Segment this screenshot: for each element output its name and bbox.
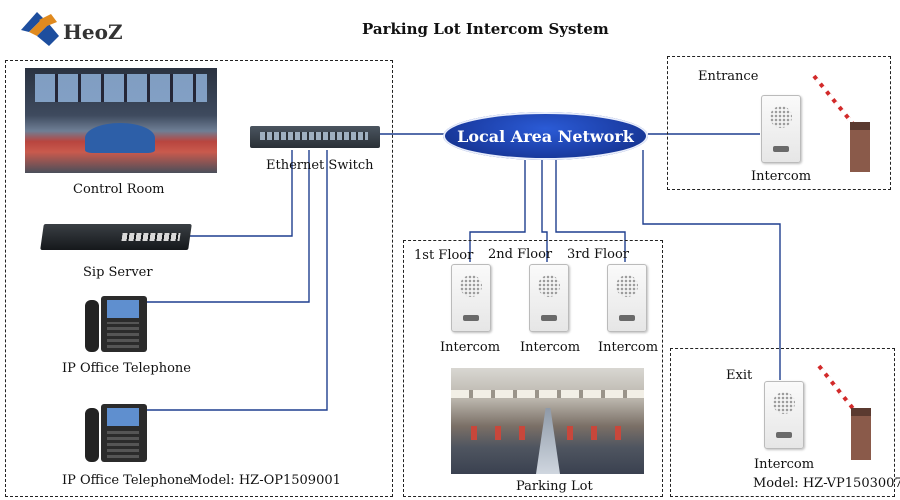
exit-barrier-image: [817, 364, 871, 460]
ip-phone-image-2: [85, 404, 147, 464]
exit-intercom-label: Intercom: [754, 457, 815, 472]
floor-intercom-label-3: Intercom: [598, 340, 659, 355]
ip-phone-label-1: IP Office Telephone: [62, 361, 191, 376]
floor-intercom-image-1: [451, 264, 491, 332]
phone-model-label: Model: HZ-OP1509001: [189, 473, 341, 488]
ethernet-switch-image: [250, 126, 380, 148]
entrance-barrier-image: [812, 74, 870, 172]
floor-label-2: 2nd Floor: [488, 247, 553, 262]
control-group-box: [5, 60, 393, 497]
lan-ellipse: Local Area Network: [443, 112, 648, 160]
exit-model-label: Model: HZ-VP1503007: [753, 476, 900, 491]
ip-phone-label-2: IP Office Telephone: [62, 473, 191, 488]
sip-server-label: Sip Server: [83, 265, 153, 280]
heoz-logo: HeoZ: [19, 10, 129, 48]
exit-intercom-image: [764, 381, 804, 449]
ethernet-switch-label: Ethernet Switch: [266, 158, 374, 173]
page-title: Parking Lot Intercom System: [362, 20, 609, 38]
entrance-group-box: [667, 56, 891, 190]
floor-intercom-image-2: [529, 264, 569, 332]
entrance-intercom-image: [761, 95, 801, 163]
parking-lot-image: [451, 368, 644, 474]
exit-group-box: [670, 348, 895, 497]
exit-title: Exit: [726, 368, 753, 383]
control-room-label: Control Room: [73, 182, 165, 197]
floor-intercom-image-3: [607, 264, 647, 332]
parking-group-box: [403, 240, 663, 497]
sip-server-image: [40, 224, 192, 250]
parking-lot-label: Parking Lot: [516, 479, 593, 494]
control-room-image: [25, 68, 217, 173]
entrance-title: Entrance: [698, 69, 759, 84]
floor-label-3: 3rd Floor: [567, 247, 629, 262]
logo-text: HeoZ: [63, 20, 123, 44]
floor-intercom-label-2: Intercom: [520, 340, 581, 355]
logo-icon: [21, 12, 59, 46]
lan-label: Local Area Network: [457, 127, 634, 146]
floor-label-1: 1st Floor: [414, 248, 474, 263]
ip-phone-image-1: [85, 296, 147, 354]
floor-intercom-label-1: Intercom: [440, 340, 501, 355]
entrance-intercom-label: Intercom: [751, 169, 812, 184]
